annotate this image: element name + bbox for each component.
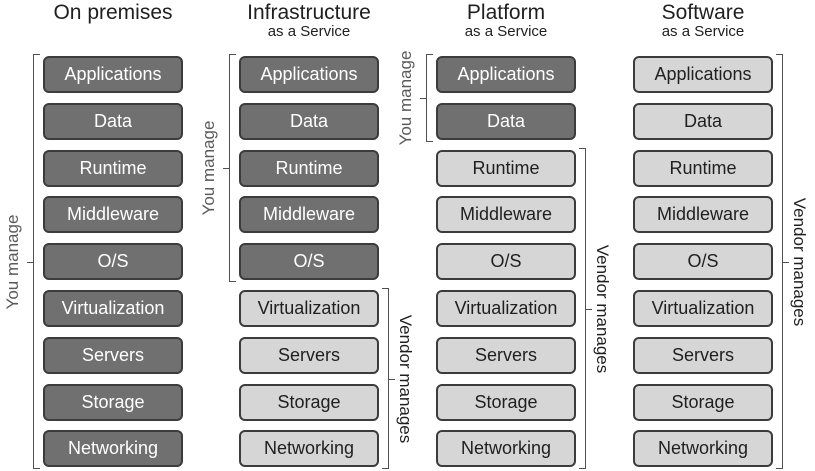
layer-runtime-on-premises: Runtime [43,149,183,187]
you-manage-bracket-tick [420,97,426,99]
layer-middleware-software: Middleware [633,196,773,234]
layer-runtime-software: Runtime [633,149,773,187]
column-subtitle-text: as a Service [464,23,548,40]
layer-virtualization-software: Virtualization [633,290,773,327]
layer-networking-on-premises: Networking [43,430,183,468]
column-title-on-premises: On premises [18,2,208,24]
layer-virtualization-on-premises: Virtualization [43,290,183,327]
layer-servers-platform: Servers [436,336,576,374]
layer-virtualization-infrastructure: Virtualization [239,290,379,327]
layer-storage-infrastructure: Storage [239,383,379,421]
vendor-manages-bracket-tick [783,261,789,263]
layer-storage-on-premises: Storage [43,383,183,421]
layer-data-infrastructure: Data [239,102,379,140]
layer-applications-platform: Applications [436,56,576,93]
you-manage-bracket-tick [223,168,229,170]
you-manage-bracket [33,54,40,470]
column-title-text: Infrastructure [247,1,371,24]
layer-networking-infrastructure: Networking [239,430,379,468]
layer-storage-platform: Storage [436,383,576,421]
column-subtitle-text: as a Service [661,23,745,40]
layer-runtime-platform: Runtime [436,149,576,187]
layer-networking-platform: Networking [436,430,576,468]
column-title-text: Platform [466,1,546,24]
layer-networking-software: Networking [633,430,773,468]
layer-data-software: Data [633,102,773,140]
layer-applications-on-premises: Applications [43,56,183,93]
you-manage-bracket [229,54,236,283]
vendor-manages-bracket [579,147,586,469]
layer-applications-software: Applications [633,56,773,93]
column-title-text: On premises [53,1,173,24]
layer-o-s-on-premises: O/S [43,243,183,281]
layer-o-s-platform: O/S [436,243,576,281]
vendor-manages-bracket-tick [586,308,592,310]
layer-data-platform: Data [436,102,576,140]
layer-storage-software: Storage [633,383,773,421]
you-manage-bracket-tick [27,261,33,263]
you-manage-label: You manage [396,50,415,146]
layer-runtime-infrastructure: Runtime [239,149,379,187]
layer-servers-software: Servers [633,336,773,374]
layer-servers-infrastructure: Servers [239,336,379,374]
layer-o-s-infrastructure: O/S [239,243,379,281]
layer-middleware-platform: Middleware [436,196,576,234]
layer-applications-infrastructure: Applications [239,56,379,93]
you-manage-label: You manage [199,120,218,216]
layer-data-on-premises: Data [43,102,183,140]
vendor-manages-bracket [382,288,389,469]
layer-middleware-infrastructure: Middleware [239,196,379,234]
column-title-text: Software [661,1,745,24]
vendor-manages-label: Vendor manages [790,197,809,326]
layer-virtualization-platform: Virtualization [436,290,576,327]
layer-o-s-software: O/S [633,243,773,281]
vendor-manages-bracket [776,54,783,469]
column-subtitle-text: as a Service [267,23,351,40]
you-manage-label: You manage [3,214,22,310]
layer-servers-on-premises: Servers [43,336,183,374]
layer-middleware-on-premises: Middleware [43,196,183,234]
vendor-manages-bracket-tick [389,378,395,380]
you-manage-bracket [426,54,433,142]
vendor-manages-label: Vendor manages [593,244,612,373]
vendor-manages-label: Vendor manages [396,314,415,443]
